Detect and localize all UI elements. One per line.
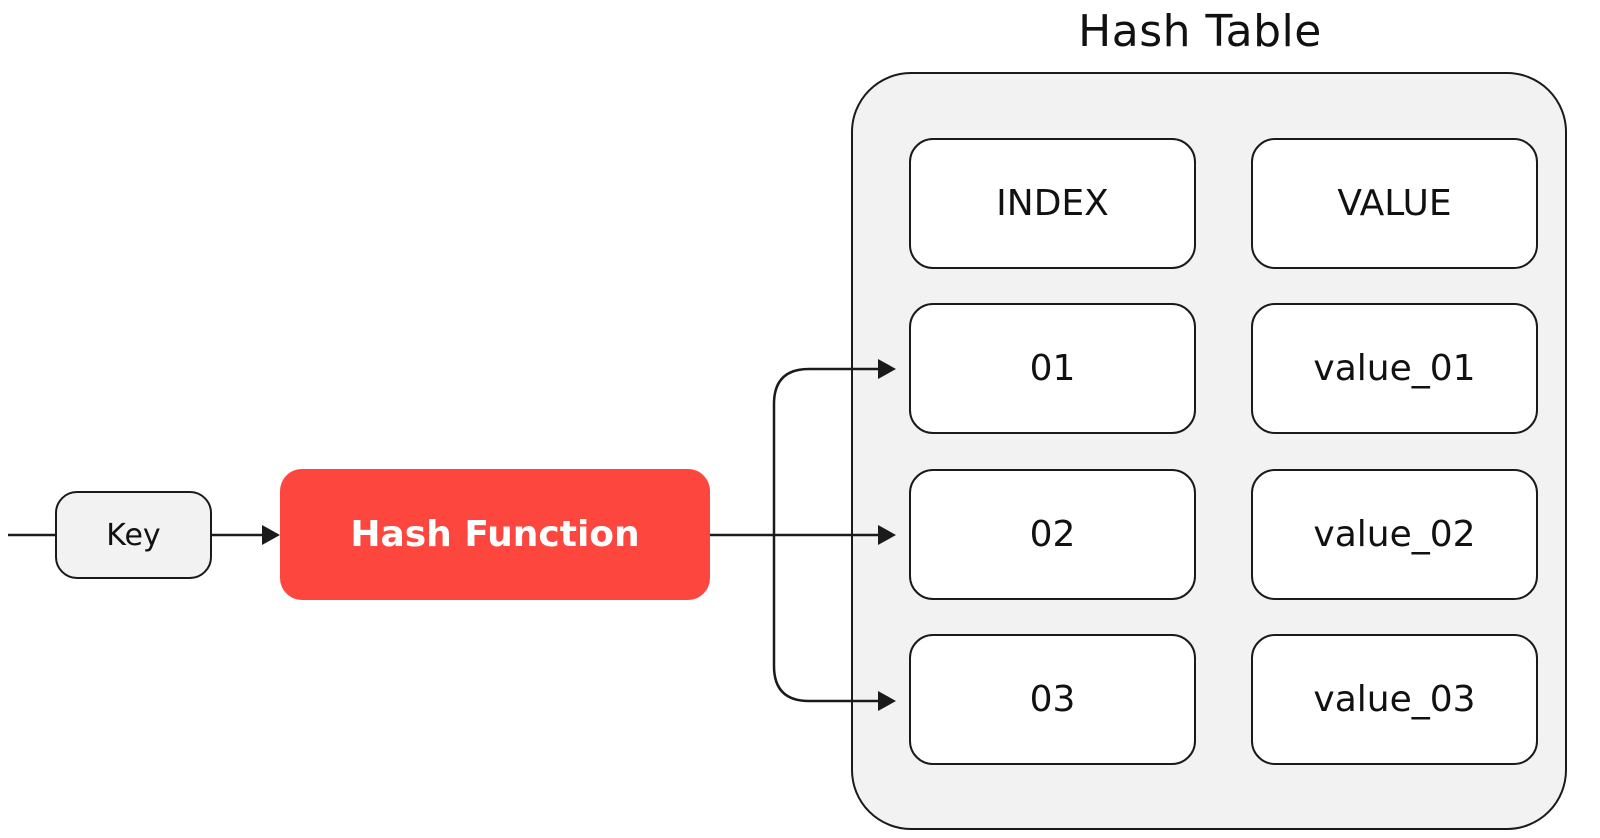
- index-cell-3: 03: [909, 634, 1196, 765]
- key-node: Key: [55, 491, 212, 579]
- hash-table-title: Hash Table: [1078, 6, 1322, 57]
- index-header-cell: INDEX: [909, 138, 1196, 269]
- index-cell-1: 01: [909, 303, 1196, 434]
- value-header-cell: VALUE: [1251, 138, 1538, 269]
- key-to-hash-arrowhead: [262, 525, 280, 545]
- value-cell-2: value_02: [1251, 469, 1538, 600]
- value-cell-3: value_03: [1251, 634, 1538, 765]
- value-cell-1: value_01: [1251, 303, 1538, 434]
- index-cell-2: 02: [909, 469, 1196, 600]
- hash-function-node: Hash Function: [280, 469, 710, 600]
